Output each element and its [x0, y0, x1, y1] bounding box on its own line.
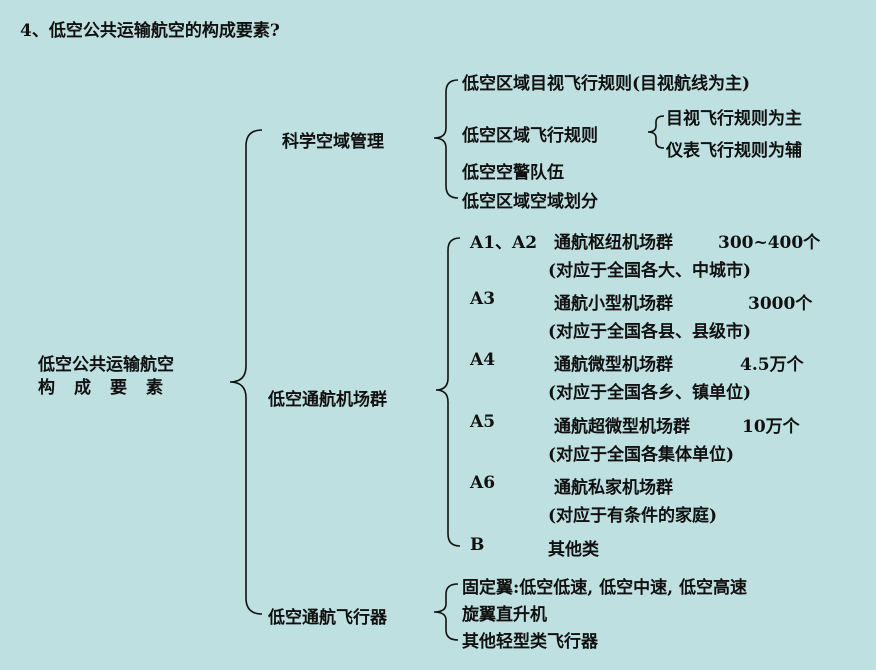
flight-rule-sub: 仪表飞行规则为辅	[666, 141, 802, 161]
airport-note: (对应于有条件的家庭)	[548, 506, 718, 526]
airport-note: (对应于全国各乡、镇单位)	[548, 383, 752, 403]
flight-rule-brace	[647, 115, 665, 149]
airport-note: (对应于全国各大、中城市)	[548, 261, 752, 281]
airport-count: 3000个	[748, 294, 813, 314]
airport-code: A3	[470, 289, 496, 309]
airport-name: 通航微型机场群	[554, 355, 673, 375]
airport-count: 10万个	[742, 417, 800, 437]
airport-note: (对应于全国各集体单位)	[548, 445, 735, 465]
airport-name: 通航小型机场群	[554, 294, 673, 314]
airspace-brace	[433, 79, 459, 199]
branch-airports: 低空通航机场群	[268, 390, 387, 410]
aircraft-item: 其他轻型类飞行器	[462, 632, 598, 652]
airspace-item: 低空区域空域划分	[462, 192, 598, 212]
root-label-line1: 低空公共运输航空	[38, 355, 174, 375]
branch-airspace: 科学空域管理	[282, 132, 384, 152]
airport-name: 其他类	[548, 540, 599, 560]
aircraft-item: 固定翼:低空低速, 低空中速, 低空高速	[462, 578, 747, 598]
flight-rule-sub: 目视飞行规则为主	[666, 109, 802, 129]
airport-code: A4	[470, 350, 496, 370]
root-label-line2: 构成要素	[38, 378, 182, 398]
airport-name: 通航枢纽机场群	[554, 233, 673, 253]
airport-count: 4.5万个	[740, 355, 804, 375]
airport-count: 300~400个	[718, 233, 821, 253]
airspace-item: 低空区域目视飞行规则(目视航线为主)	[462, 74, 751, 94]
airport-code: A6	[470, 473, 496, 493]
airports-brace	[435, 237, 461, 547]
airport-name: 通航私家机场群	[554, 478, 673, 498]
airport-name: 通航超微型机场群	[554, 417, 690, 437]
airport-code: B	[470, 535, 485, 555]
airspace-item: 低空空警队伍	[462, 163, 564, 183]
aircraft-item: 旋翼直升机	[462, 605, 547, 625]
aircraft-brace	[433, 583, 459, 641]
airport-note: (对应于全国各县、县级市)	[548, 322, 752, 342]
airspace-item: 低空区域飞行规则	[462, 126, 598, 146]
branch-aircraft: 低空通航飞行器	[268, 608, 387, 628]
airport-code: A5	[470, 412, 496, 432]
page-title: 4、低空公共运输航空的构成要素?	[20, 21, 280, 41]
root-brace	[229, 129, 263, 615]
airport-code: A1、A2	[470, 233, 538, 253]
